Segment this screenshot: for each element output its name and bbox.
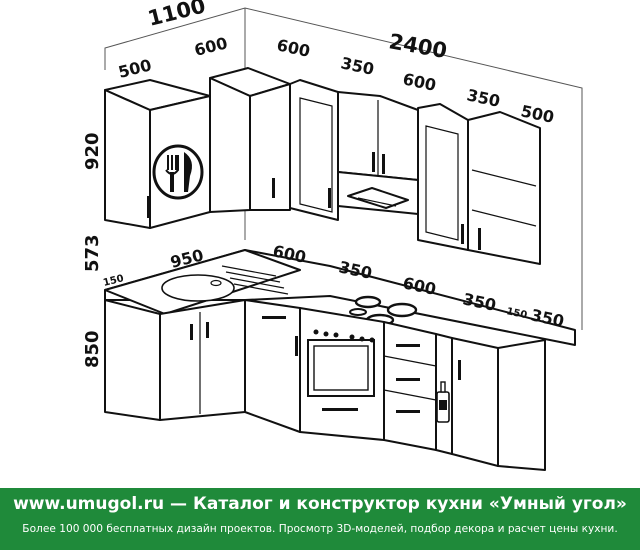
banner-title-line: www.umugol.ru — Каталог и конструктор ку… (0, 494, 640, 514)
oven-knobs (313, 329, 375, 343)
dim-upper-corner-600: 600 (192, 33, 229, 60)
dim-upper-600-a: 600 (275, 35, 312, 61)
range-hood (347, 187, 409, 209)
dim-wall-left: 1100 (145, 0, 208, 31)
upper-cabinet-350-600 (337, 91, 419, 215)
upper-cabinet-corner (209, 67, 291, 213)
footer-banner: www.umugol.ru — Каталог и конструктор ку… (0, 488, 640, 550)
countertop (104, 249, 576, 346)
sink-icon (161, 265, 289, 302)
dim-upper-350-b: 350 (465, 85, 502, 111)
upper-cabinet-left (104, 79, 211, 229)
site-link[interactable]: www.umugol.ru (13, 494, 165, 514)
dim-upper-350-a: 350 (339, 53, 376, 79)
dim-upper-left-500: 500 (116, 55, 153, 82)
kitchen-drawing: 1100 2400 500 600 600 350 600 350 500 92… (82, 0, 583, 471)
banner-dash: — (170, 494, 188, 514)
dim-height-base: 850 (82, 330, 103, 368)
upper-cabinet-glass-2 (417, 103, 469, 251)
upper-cabinet-right (467, 111, 541, 265)
dim-height-gap: 573 (82, 234, 103, 272)
dim-counter-150-left: 150 (102, 273, 125, 289)
banner-subtitle: Более 100 000 бесплатных дизайн проектов… (22, 523, 618, 535)
banner-title: Каталог и конструктор кухни «Умный угол» (192, 494, 627, 514)
bottle-icon (436, 381, 450, 423)
upper-cabinet-glass-1 (289, 79, 339, 221)
dim-counter-150-right: 150 (505, 306, 528, 321)
base-cabinets (104, 299, 546, 471)
dim-height-upper: 920 (82, 132, 103, 170)
fork-knife-icon (152, 144, 204, 200)
oven-icon (307, 339, 375, 397)
dim-upper-600-b: 600 (401, 69, 438, 95)
dim-wall-right: 2400 (387, 29, 449, 63)
